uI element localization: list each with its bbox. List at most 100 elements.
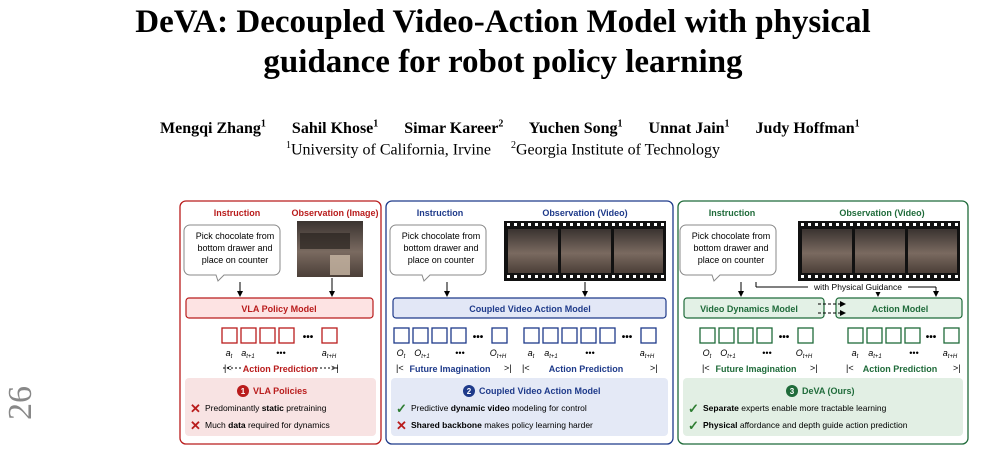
action-token — [523, 327, 540, 344]
summary-point: Much data required for dynamics — [205, 420, 330, 430]
action-label: at+1 — [241, 348, 255, 360]
badge-icon — [237, 385, 249, 397]
instruction-label: Instruction — [417, 208, 464, 218]
title-line-1: DeVA: Decoupled Video-Action Model with … — [135, 4, 871, 40]
obs-token — [450, 327, 467, 344]
svg-text:1: 1 — [241, 387, 246, 396]
instruction-line: place on counter — [698, 255, 765, 265]
summary-heading: Coupled Video Action Model — [479, 386, 601, 396]
action-label: at+H — [640, 348, 655, 360]
observation-video-filmstrip — [504, 221, 666, 281]
instruction-label: Instruction — [709, 208, 756, 218]
instruction-line: Pick chocolate from — [196, 231, 275, 241]
obs-token — [431, 327, 448, 344]
deva-summary-box — [683, 378, 963, 436]
action-token — [278, 327, 295, 344]
summary-point: Predictive dynamic video modeling for co… — [411, 403, 587, 413]
action-token — [904, 327, 921, 344]
action-token — [561, 327, 578, 344]
obs-label: Ot+H — [490, 348, 507, 360]
observation-label: Observation (Video) — [542, 208, 627, 218]
imagination-label: Future Imagination — [716, 364, 797, 374]
summary-point: Shared backbone makes policy learning ha… — [411, 420, 593, 430]
panel-deva: Instruction Observation (Video) Pick cho… — [677, 200, 969, 445]
ellipsis: ••• — [909, 348, 918, 358]
action-token — [580, 327, 597, 344]
action-token — [640, 327, 657, 344]
author: Simar Kareer2 — [404, 119, 504, 138]
action-token — [240, 327, 257, 344]
obs-token — [412, 327, 429, 344]
svg-text:|<: |< — [396, 363, 404, 373]
cross-icon: ✕ — [190, 401, 201, 416]
svg-text:>|: >| — [953, 363, 961, 373]
video-dynamics-model-box — [683, 297, 825, 319]
svg-text:|<: |< — [522, 363, 530, 373]
affiliations: 1University of California, Irvine 2Georg… — [286, 140, 720, 159]
badge-icon — [786, 385, 798, 397]
svg-text:>|: >| — [504, 363, 512, 373]
instruction-line: place on counter — [202, 255, 269, 265]
model-label: VLA Policy Model — [241, 304, 316, 314]
instruction-label: Instruction — [214, 208, 261, 218]
action-label: at+H — [943, 348, 958, 360]
observation-label: Observation (Video) — [839, 208, 924, 218]
observation-video-filmstrip — [798, 221, 960, 281]
model-label: Coupled Video Action Model — [469, 304, 591, 314]
svg-text:3: 3 — [790, 387, 795, 396]
action-label: at+H — [322, 348, 337, 360]
svg-text:2: 2 — [467, 387, 472, 396]
instruction-line: bottom drawer and — [197, 243, 272, 253]
ellipsis: ••• — [455, 348, 464, 358]
action-model-box — [835, 297, 963, 319]
instruction-line: Pick chocolate from — [402, 231, 481, 241]
vla-summary-box — [185, 378, 376, 436]
action-token — [221, 327, 238, 344]
ellipsis: ••• — [779, 332, 790, 343]
imagination-label: Future Imagination — [410, 364, 491, 374]
svg-text:|<: |< — [702, 363, 710, 373]
action-token — [542, 327, 559, 344]
action-label: at — [528, 348, 535, 360]
obs-label: Ot — [703, 348, 712, 360]
action-label: at — [226, 348, 233, 360]
ellipsis: ••• — [473, 332, 484, 343]
obs-token — [718, 327, 735, 344]
paper-title: DeVA: Decoupled Video-Action Model with … — [0, 2, 1006, 82]
action-token — [866, 327, 883, 344]
obs-label: Ot+1 — [720, 348, 736, 360]
action-token — [885, 327, 902, 344]
instruction-bubble — [183, 224, 281, 282]
obs-token — [737, 327, 754, 344]
summary-heading: VLA Policies — [253, 386, 307, 396]
panel-vla: Instruction Observation (Image) Pick cho… — [179, 200, 382, 445]
prediction-label: Action Prediction — [549, 364, 624, 374]
title-line-2: guidance for robot policy learning — [263, 44, 743, 80]
obs-label: Ot+H — [796, 348, 813, 360]
author: Unnat Jain1 — [648, 119, 730, 138]
summary-heading: DeVA (Ours) — [802, 386, 855, 396]
action-token — [321, 327, 338, 344]
instruction-line: bottom drawer and — [403, 243, 478, 253]
cross-icon: ✕ — [190, 418, 201, 433]
badge-icon — [463, 385, 475, 397]
ellipsis: ••• — [276, 348, 285, 358]
ellipsis: ••• — [585, 348, 594, 358]
ellipsis: ••• — [303, 332, 314, 343]
instruction-line: place on counter — [408, 255, 475, 265]
coupled-video-action-model-box — [392, 297, 667, 319]
guidance-label: with Physical Guidance — [813, 282, 902, 292]
video-model-label: Video Dynamics Model — [700, 304, 798, 314]
author: Yuchen Song1 — [528, 119, 623, 138]
obs-token — [797, 327, 814, 344]
author: Mengqi Zhang1 — [160, 119, 266, 138]
action-model-label: Action Model — [872, 304, 929, 314]
summary-point: Predominantly static pretraining — [205, 403, 327, 413]
obs-label: Ot+1 — [414, 348, 430, 360]
ellipsis: ••• — [762, 348, 771, 358]
instruction-bubble — [679, 224, 777, 282]
summary-point: Physical affordance and depth guide acti… — [703, 420, 908, 430]
action-label: at+1 — [868, 348, 882, 360]
svg-text:>|: >| — [331, 363, 339, 373]
author: Judy Hoffman1 — [755, 119, 860, 138]
